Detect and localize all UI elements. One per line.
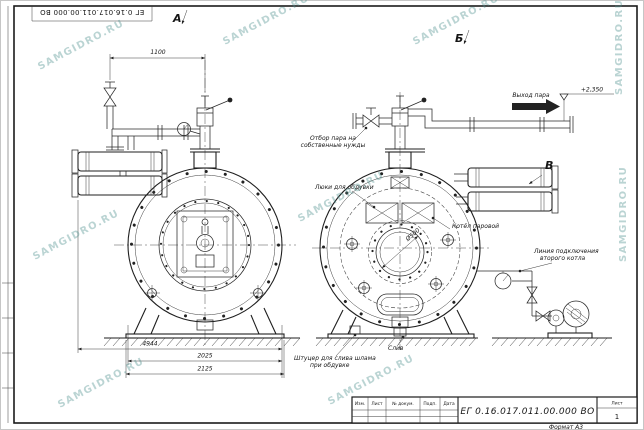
gauge-and-pump-station — [477, 270, 593, 339]
drain-label: Слив — [388, 345, 404, 352]
col-sign: Подп. — [423, 401, 436, 407]
annotations: Отбор пара на собственные нужды Люки для… — [294, 126, 599, 369]
header-drums-left — [71, 149, 168, 198]
support-legs-left — [133, 307, 277, 335]
boiler-label: Котёл паровой — [452, 223, 499, 230]
safety-valve-assembly-right — [352, 95, 574, 169]
sludge-label-1: Штуцер для слива шлама — [294, 355, 376, 362]
dim-width-base: 2125 — [197, 366, 212, 373]
format-label: Формат А3 — [549, 424, 583, 430]
valve-lever-weight-right — [421, 97, 427, 103]
steam-outlet-pipe — [408, 108, 574, 133]
col-date: Дата — [443, 401, 455, 407]
ground-line — [103, 337, 612, 347]
dimension-1100: 1100 — [109, 49, 206, 92]
header-drums-right — [454, 165, 559, 214]
col-doc: № докум. — [392, 401, 414, 407]
dim-width-mid: 2025 — [197, 353, 212, 360]
own-needs-label-2: собственные нужды — [301, 142, 366, 149]
view-letters: А Б В — [172, 9, 553, 185]
elevation-label: +2,350 — [581, 87, 603, 94]
safety-valve-assembly-left — [103, 81, 233, 169]
dim-top-left: 1100 — [150, 49, 165, 56]
valve-horizontal — [535, 310, 551, 322]
col-list: Лист — [371, 401, 383, 407]
sheet-word: Лист — [611, 401, 623, 407]
feed-valve-left — [103, 81, 117, 129]
pressure-gauge-right — [494, 271, 512, 290]
watermark-text: SAMGIDRO.RU — [618, 166, 629, 262]
boiler-rear-view: Ø500 — [312, 92, 492, 350]
support-legs-right — [330, 309, 470, 335]
burner — [195, 218, 215, 268]
steam-out-arrow — [512, 99, 560, 114]
second-line-label-2: второго котла — [540, 255, 586, 262]
second-line-label-1: Линия подключения — [533, 248, 599, 255]
sludge-label-2: при обдувке — [310, 362, 350, 369]
valve-lever-weight — [227, 97, 233, 103]
steam-out-label: Выход пара — [512, 92, 550, 99]
dim-width-outer: 4944 — [142, 341, 157, 348]
view-label-a: А — [172, 12, 182, 25]
col-izm: Изм. — [355, 401, 365, 407]
sheet-number: 1 — [615, 413, 619, 421]
watermark-text: SAMGIDRO.RU — [614, 0, 625, 95]
bottom-dimensions: 4944 2025 2125 — [77, 200, 285, 378]
corner-doc-code: ЕГ 0.16.017.011.00.000 ВО — [40, 8, 145, 16]
bottom-manhole — [376, 293, 424, 328]
own-needs-tap-valve — [352, 107, 392, 129]
view-label-b: Б — [455, 32, 463, 45]
drain-fitting-left — [144, 285, 266, 301]
own-needs-label-1: Отбор пара на — [310, 135, 356, 142]
bottom-nozzle-left — [196, 319, 214, 331]
steam-out-callout: Выход пара +2,350 — [512, 87, 614, 121]
title-doc-code: ЕГ 0.16.017.011.00.000 ВО — [460, 407, 594, 417]
view-label-v: В — [545, 159, 553, 172]
shell-fittings — [344, 232, 456, 296]
blowdown-hatches — [365, 176, 435, 224]
hatches-label: Люки для обдувки — [314, 184, 374, 191]
corner-stamp: ЕГ 0.16.017.011.00.000 ВО — [31, 6, 153, 22]
drain-nozzle — [393, 327, 407, 337]
valve-vertical — [526, 286, 538, 304]
title-block: Изм. Лист № докум. Подп. Дата ЕГ 0.16.01… — [351, 396, 638, 424]
